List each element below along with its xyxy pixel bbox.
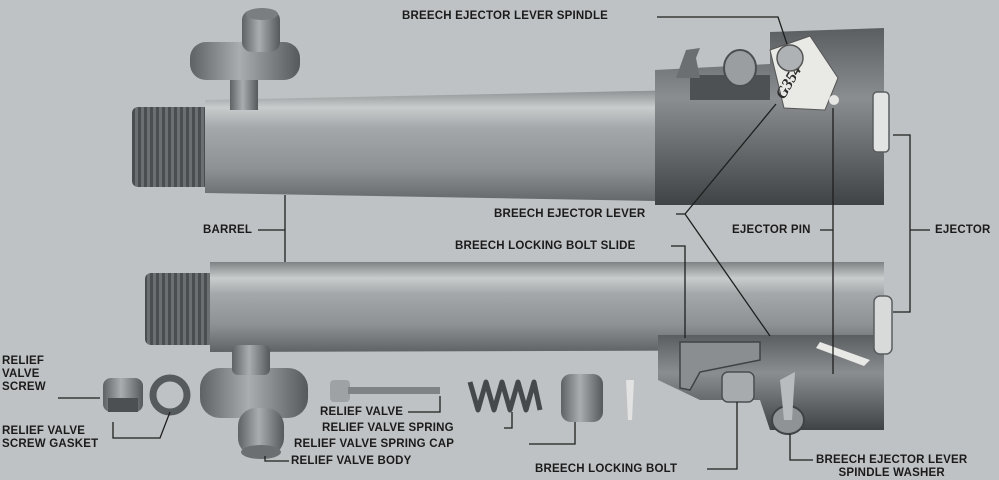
lower-barrel bbox=[145, 262, 893, 435]
label-breech-locking-bolt-slide: BREECH LOCKING BOLT SLIDE bbox=[455, 240, 636, 252]
relief-valve-body-bottom bbox=[238, 408, 284, 456]
label-barrel: BARREL bbox=[203, 224, 253, 236]
leader-breech-ejector-lever-spindle bbox=[657, 16, 788, 45]
label-relief-valve-spring-cap: RELIEF VALVE SPRING CAP bbox=[294, 438, 455, 450]
leader-relief-valve-spring-cap bbox=[529, 422, 576, 445]
leader-breech-locking-bolt-slide bbox=[671, 245, 686, 338]
leader-breech-ejector-lever bbox=[676, 103, 777, 337]
label-relief-valve-screw: RELIEF VALVE SCREW bbox=[2, 355, 46, 393]
leader-relief-valve-spring bbox=[504, 412, 513, 429]
relief-valve-body-top bbox=[232, 345, 270, 375]
label-relief-valve: RELIEF VALVE bbox=[320, 406, 404, 418]
label-relief-valve-body: RELIEF VALVE BODY bbox=[291, 455, 412, 467]
leader-ejector-pin bbox=[820, 108, 834, 374]
relief-valve-spring-cap-part bbox=[561, 374, 603, 422]
upper-spindle-head bbox=[776, 44, 804, 72]
upper-barrel-thread bbox=[132, 107, 210, 187]
small-cotter-pin bbox=[626, 380, 634, 420]
upper-ejector bbox=[872, 91, 890, 153]
leader-breech-ejector-lever-spindle-washer bbox=[789, 434, 813, 461]
relief-valve-body-bottom-face bbox=[241, 445, 281, 459]
upper-bolt-slide-hook bbox=[676, 48, 700, 78]
relief-valve-screw-thread bbox=[108, 398, 138, 412]
lower-locking-bolt bbox=[721, 371, 755, 403]
lower-barrel-thread bbox=[145, 273, 217, 345]
upper-valve-top bbox=[242, 10, 280, 52]
leader-relief-valve-body bbox=[264, 456, 289, 462]
label-ejector-pin: EJECTOR PIN bbox=[732, 224, 811, 236]
relief-valve-part-head bbox=[330, 380, 350, 402]
label-breech-locking-bolt: BREECH LOCKING BOLT bbox=[535, 463, 678, 475]
upper-barrel: G354 bbox=[132, 8, 890, 205]
relief-valve-parts bbox=[103, 345, 634, 459]
label-ejector: EJECTOR bbox=[935, 224, 991, 236]
leader-lines bbox=[58, 16, 930, 470]
relief-valve-spring-part bbox=[467, 379, 543, 413]
relief-valve-screw-gasket-part bbox=[149, 374, 191, 416]
label-breech-ejector-lever-spindle-washer: BREECH EJECTOR LEVER SPINDLE WASHER bbox=[816, 454, 968, 479]
label-relief-valve-spring: RELIEF VALVE SPRING bbox=[322, 422, 454, 434]
label-relief-valve-screw-gasket: RELIEF VALVE SCREW GASKET bbox=[2, 425, 99, 450]
lower-bolt-slide bbox=[679, 341, 761, 391]
upper-valve-top-cap bbox=[246, 8, 278, 20]
lower-spindle bbox=[780, 372, 795, 420]
lower-cotter-pin bbox=[816, 342, 870, 366]
lower-ejector bbox=[873, 295, 893, 355]
relief-valve-part-stem bbox=[348, 387, 440, 394]
leader-ejector bbox=[893, 134, 930, 313]
leader-relief-valve bbox=[408, 396, 441, 413]
label-breech-ejector-lever: BREECH EJECTOR LEVER bbox=[494, 208, 646, 220]
leader-breech-locking-bolt bbox=[707, 402, 738, 470]
lower-barrel-body bbox=[210, 262, 884, 352]
upper-spindle bbox=[723, 49, 757, 87]
leader-relief-valve-screw-gasket bbox=[112, 411, 171, 439]
label-breech-ejector-lever-spindle: BREECH EJECTOR LEVER SPINDLE bbox=[402, 10, 609, 22]
leader-barrel bbox=[258, 195, 286, 262]
relief-valve-body-part bbox=[200, 368, 308, 418]
upper-ejector-pin-head bbox=[829, 95, 839, 105]
